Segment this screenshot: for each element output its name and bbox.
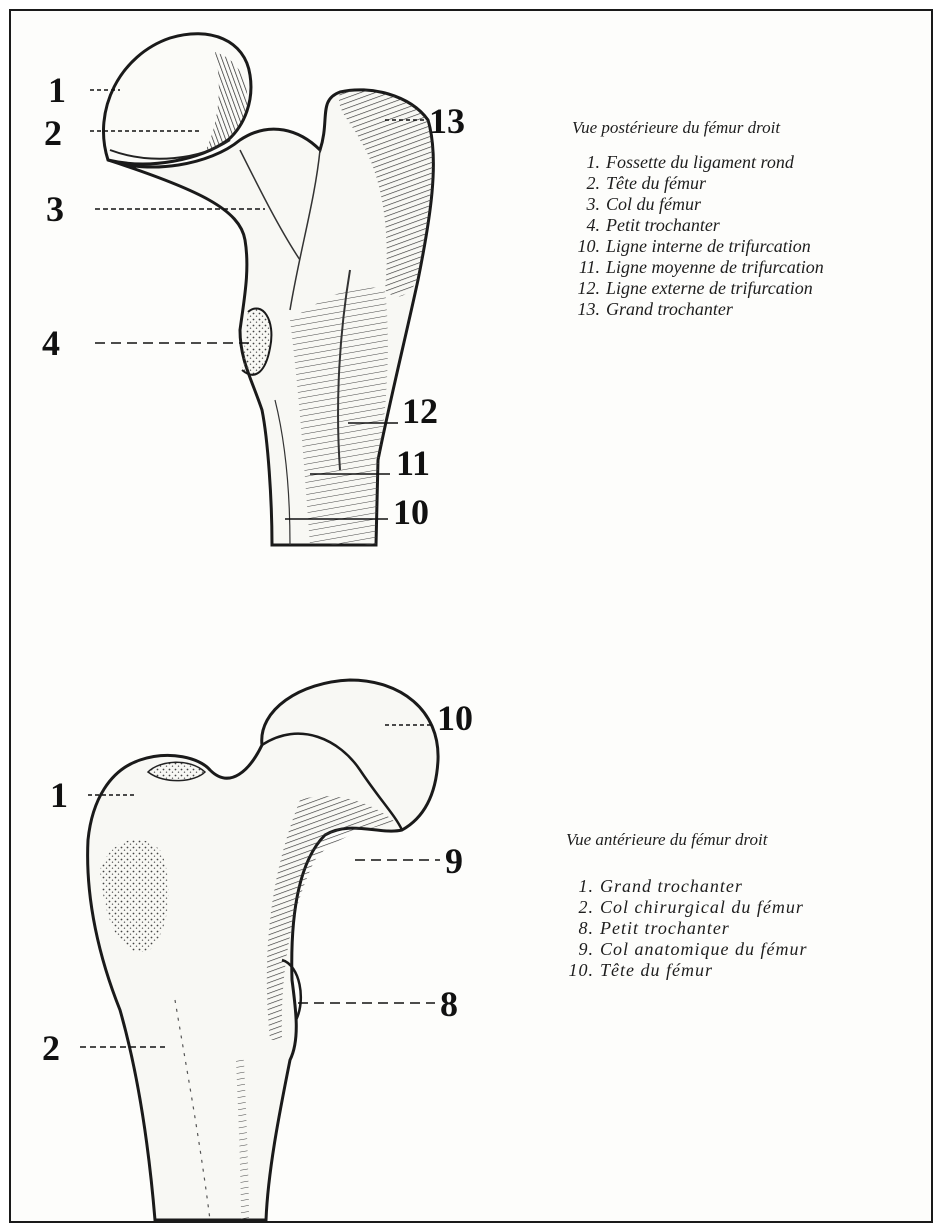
legend-item: 10.Tête du fémur [566, 960, 808, 981]
posterior-callout-4: 4 [42, 323, 60, 363]
legend-item: 8.Petit trochanter [566, 918, 808, 939]
posterior-callout-2: 2 [44, 113, 62, 153]
posterior-callout-1: 1 [48, 70, 66, 110]
posterior-legend: Vue postérieure du fémur droit 1.Fossett… [572, 118, 824, 320]
posterior-legend-list: 1.Fossette du ligament rond 2.Tête du fé… [572, 152, 824, 320]
posterior-callout-11: 11 [396, 443, 430, 483]
legend-item: 1.Fossette du ligament rond [572, 152, 824, 173]
posterior-callout-10: 10 [393, 492, 429, 532]
anterior-callout-10: 10 [437, 698, 473, 738]
anterior-callout-9: 9 [445, 841, 463, 881]
posterior-callout-13: 13 [429, 101, 465, 141]
legend-item: 9.Col anatomique du fémur [566, 939, 808, 960]
posterior-femur-drawing: 1 2 3 4 13 12 11 10 [42, 34, 465, 545]
posterior-legend-title: Vue postérieure du fémur droit [572, 118, 824, 138]
legend-item: 10.Ligne interne de trifurcation [572, 236, 824, 257]
legend-item: 4.Petit trochanter [572, 215, 824, 236]
legend-item: 2.Tête du fémur [572, 173, 824, 194]
posterior-callout-3: 3 [46, 189, 64, 229]
legend-item: 1.Grand trochanter [566, 876, 808, 897]
anterior-femur-drawing: 10 1 9 8 2 [42, 680, 473, 1220]
legend-item: 11.Ligne moyenne de trifurcation [572, 257, 824, 278]
anterior-callout-1: 1 [50, 775, 68, 815]
anterior-legend-list: 1.Grand trochanter 2.Col chirurgical du … [566, 876, 808, 981]
legend-item: 12.Ligne externe de trifurcation [572, 278, 824, 299]
legend-item: 3.Col du fémur [572, 194, 824, 215]
anterior-legend: Vue antérieure du fémur droit 1.Grand tr… [566, 830, 808, 981]
anterior-legend-title: Vue antérieure du fémur droit [566, 830, 808, 850]
legend-item: 2.Col chirurgical du fémur [566, 897, 808, 918]
anterior-callout-2: 2 [42, 1028, 60, 1068]
anterior-callout-8: 8 [440, 984, 458, 1024]
legend-item: 13.Grand trochanter [572, 299, 824, 320]
posterior-callout-12: 12 [402, 391, 438, 431]
